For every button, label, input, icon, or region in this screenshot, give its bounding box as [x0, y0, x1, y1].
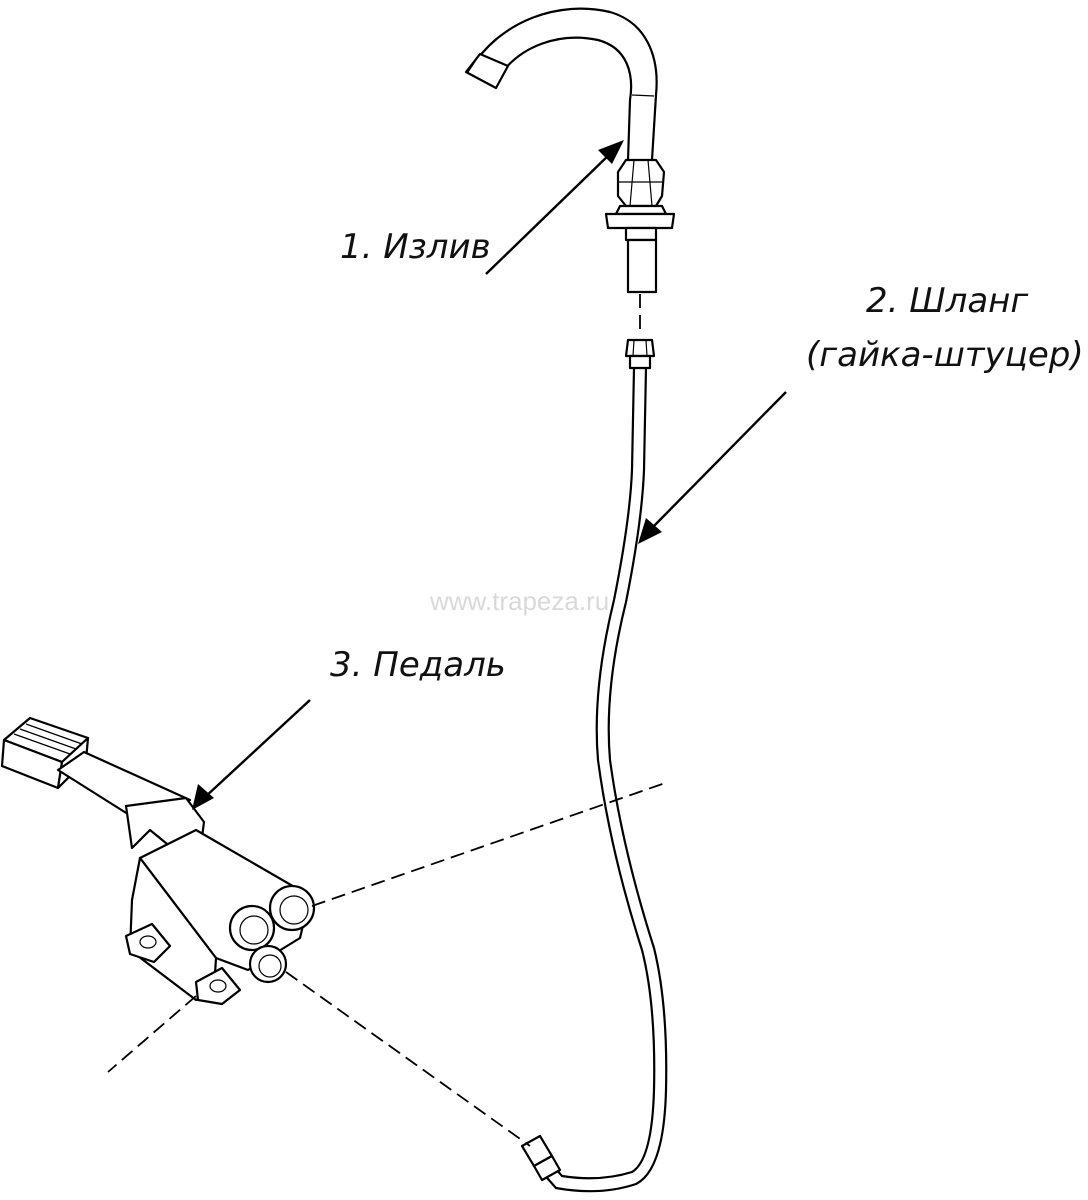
watermark: www.trapeza.ru	[429, 586, 609, 616]
label-hose: 2. Шланг	[866, 281, 1029, 321]
spout	[464, 7, 676, 332]
leader-spout	[485, 140, 624, 275]
label-spout: 1. Излив	[340, 227, 491, 267]
pedal-valve	[0, 716, 316, 1006]
leader-pedal	[192, 699, 311, 810]
connection-lines	[107, 781, 669, 1147]
label-pedal: 3. Педаль	[330, 645, 506, 685]
label-hose-subtitle: (гайка-штуцер)	[806, 335, 1084, 375]
leader-hose	[638, 391, 787, 544]
hose	[520, 338, 668, 1193]
